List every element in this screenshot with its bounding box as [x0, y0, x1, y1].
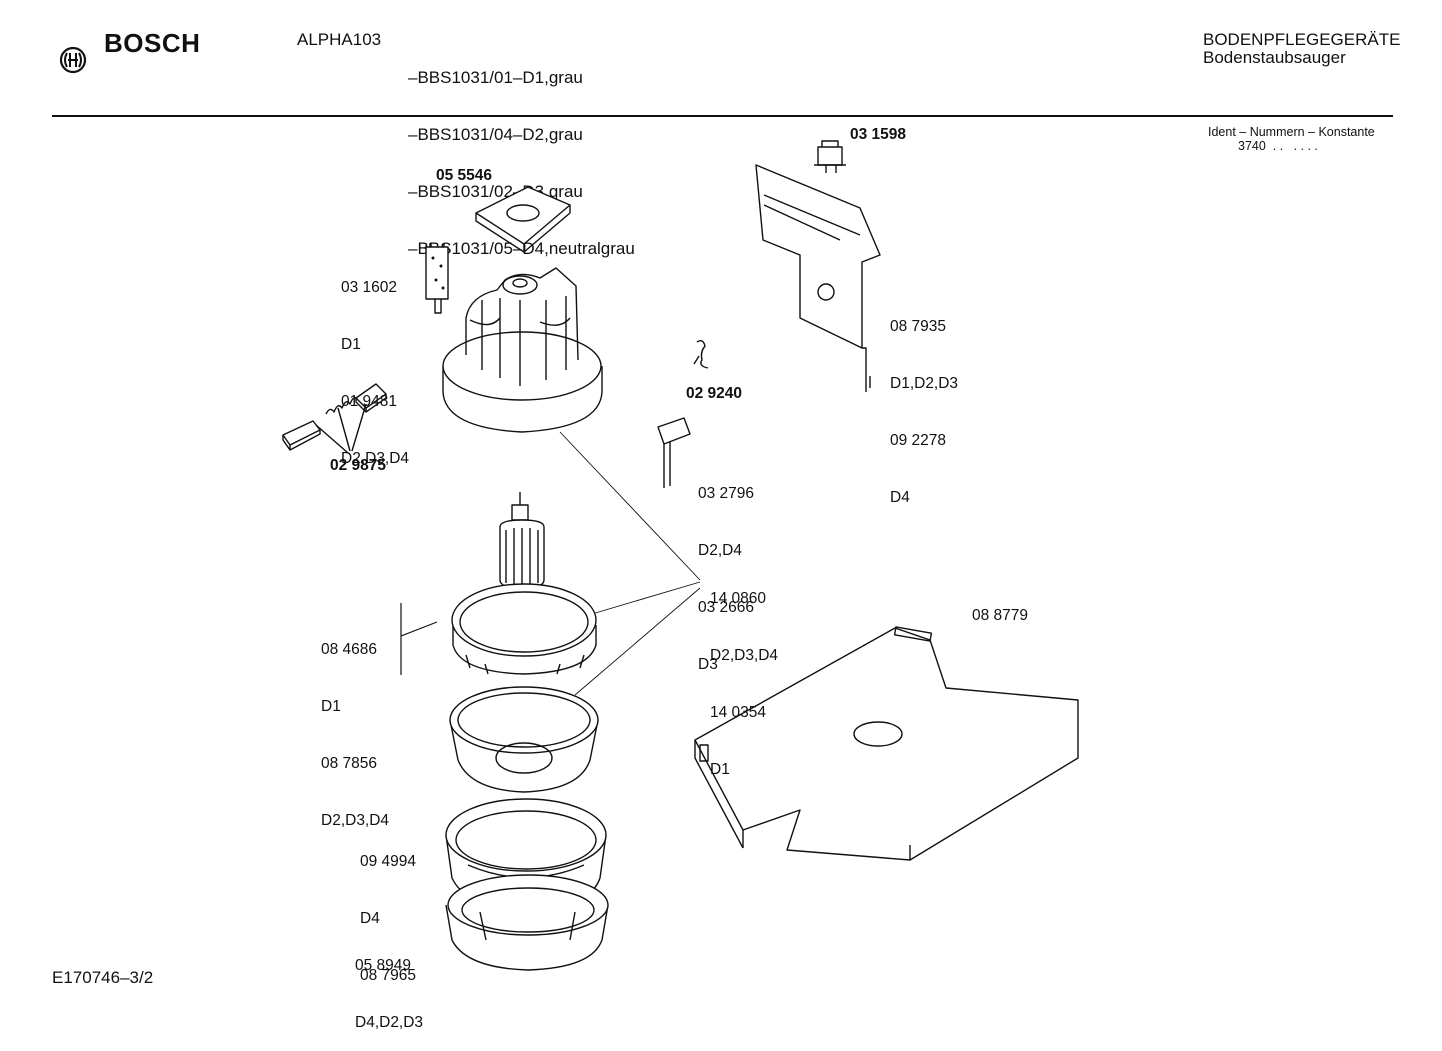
- part-number: 05 8949: [355, 957, 412, 974]
- part-number: 08 4686: [321, 641, 378, 658]
- variant-code: D2,D3,D4: [710, 647, 779, 664]
- bowl-part: [449, 686, 599, 793]
- part-label-031598: 03 1598: [850, 126, 907, 143]
- part-label-058949: 05 8949 D4,D2,D3: [355, 918, 423, 1051]
- part-number: 01 9481: [341, 393, 398, 410]
- part-label-094994: 09 4994 D4 08 7965: [360, 814, 416, 1004]
- variant-code: D2,D3,D4: [321, 812, 390, 829]
- part-number: 08 7965: [360, 967, 417, 984]
- brush-holder-part: [425, 243, 449, 314]
- category-title: BODENPFLEGEGERÄTE: [1203, 30, 1401, 49]
- variant-code: D1,D2,D3: [890, 375, 959, 392]
- clip-part: [693, 339, 709, 369]
- header-rule: [52, 115, 1393, 117]
- capacitor-part: [657, 417, 691, 488]
- part-number: 08 7856: [321, 755, 378, 772]
- variant-code: D4,D2,D3: [355, 1014, 424, 1031]
- carbon-brush-part: [282, 383, 387, 454]
- switch-part: [814, 140, 846, 173]
- variant-code: D2,D4: [698, 542, 742, 559]
- filter-plate-part: [694, 626, 1079, 861]
- exploded-view-drawing: [282, 140, 1079, 971]
- part-number: 14 0860: [710, 590, 767, 607]
- part-number: 08 7935: [890, 318, 947, 335]
- category-subtitle: Bodenstaubsauger: [1203, 48, 1346, 67]
- bosch-armature-icon: [59, 46, 86, 74]
- part-label-029240: 02 9240: [686, 385, 743, 402]
- square-washer-part: [475, 186, 571, 253]
- brand-name: BOSCH: [104, 28, 201, 58]
- part-number: 14 0354: [710, 704, 767, 721]
- part-label-088779: 08 8779: [972, 607, 1029, 624]
- drawing-id: E170746–3/2: [52, 968, 154, 987]
- bearing-plate-part: [451, 583, 597, 675]
- motor-housing-part: [442, 267, 603, 433]
- ident-value: 3740 . . . . . .: [1238, 139, 1318, 153]
- variant-code: D1: [710, 761, 730, 778]
- bottom-ring-part: [445, 874, 609, 971]
- bosch-logo: [50, 28, 87, 79]
- part-label-032796: 03 2796 D2,D4 03 2666 D3: [698, 446, 754, 693]
- part-number: 03 2796: [698, 485, 755, 502]
- part-label-140860: 14 0860 D2,D3,D4 14 0354 D1: [710, 551, 778, 798]
- variant-code: D3: [698, 656, 718, 673]
- bracket-plate-part: [755, 164, 881, 392]
- variant-item: –BBS1031/05–D4,neutralgrau: [408, 239, 635, 258]
- part-number: 03 1602: [341, 279, 398, 296]
- ident-title: Ident – Nummern – Konstante: [1208, 125, 1375, 139]
- part-label-029875: 02 9875: [330, 457, 387, 474]
- variant-code: D4: [360, 910, 380, 927]
- variant-item: –BBS1031/01–D1,grau: [408, 68, 583, 87]
- part-label-031602: 03 1602 D1 01 9481 D2,D3,D4: [341, 240, 409, 487]
- variant-code: D1: [321, 698, 341, 715]
- variant-code: D1: [341, 336, 361, 353]
- variant-code: D2,D3,D4: [341, 450, 410, 467]
- variant-item: –BBS1031/04–D2,grau: [408, 125, 583, 144]
- part-label-084686: 08 4686 D1 08 7856 D2,D3,D4: [321, 602, 389, 849]
- part-label-055546: 05 5546: [436, 167, 493, 184]
- part-number: 09 2278: [890, 432, 947, 449]
- armature-part: [499, 492, 545, 621]
- model-name: ALPHA103: [297, 30, 382, 49]
- part-number: 09 4994: [360, 853, 417, 870]
- variant-code: D4: [890, 489, 910, 506]
- part-number: 03 2666: [698, 599, 755, 616]
- part-label-087935: 08 7935 D1,D2,D3 09 2278 D4: [890, 279, 958, 526]
